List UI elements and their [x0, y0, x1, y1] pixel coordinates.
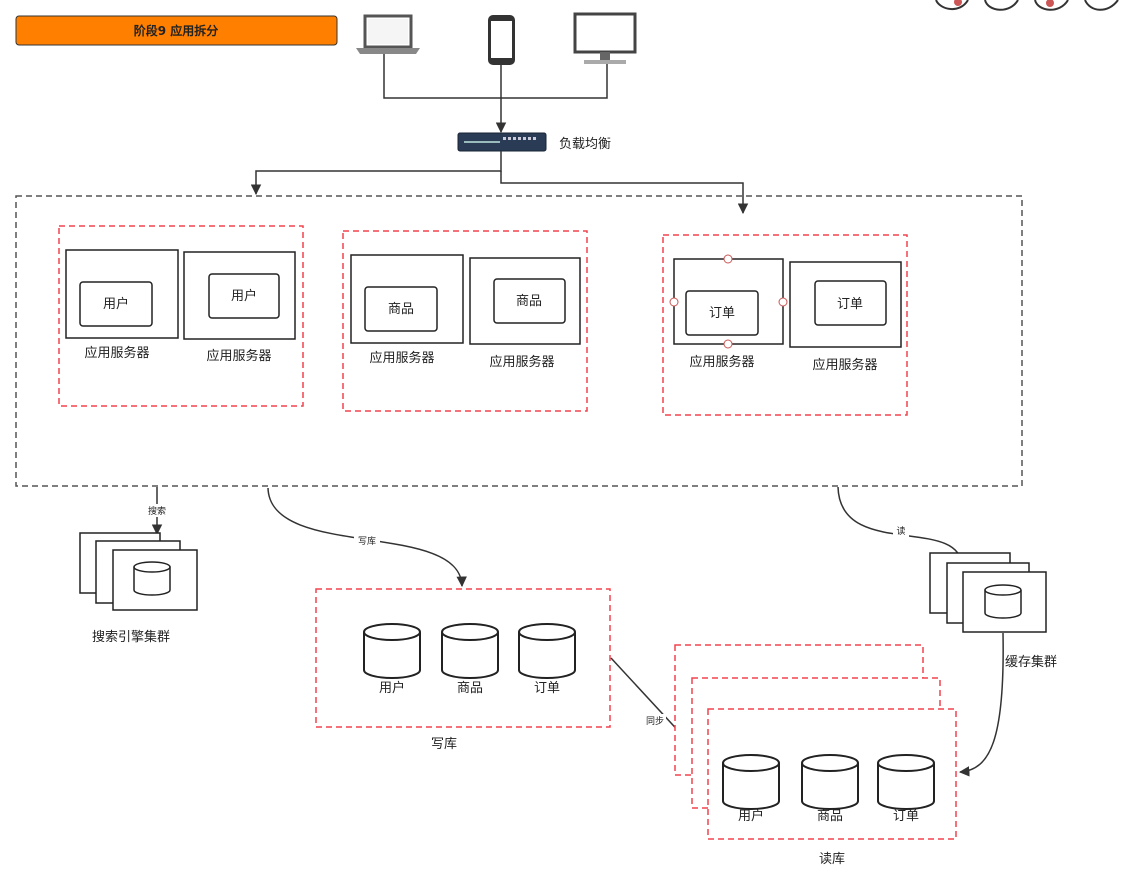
product-module-label: 商品	[388, 302, 414, 317]
order-service-group: 订单 应用服务器 订单 应用服务器	[662, 234, 908, 416]
stage-title-badge: 阶段9 应用拆分	[15, 15, 338, 46]
read-db-table-label: 用户	[738, 808, 764, 824]
product-service-group: 商品 应用服务器 商品 应用服务器	[342, 230, 588, 412]
search-cluster-label: 搜索引擎集群	[92, 629, 170, 645]
write-db-group: 用户 商品 订单	[315, 588, 611, 728]
read-db-table-label: 商品	[817, 809, 843, 824]
app-cluster-boundary	[15, 195, 1023, 487]
order-module-label: 订单	[837, 297, 863, 312]
laptop-icon	[356, 14, 420, 54]
user-module-label: 用户	[231, 288, 257, 304]
load-balancer-label: 负载均衡	[559, 137, 611, 152]
stage-title: 阶段9 应用拆分	[134, 23, 219, 38]
search-cluster-stack	[79, 532, 198, 611]
read-db-table-label: 订单	[893, 809, 919, 824]
cache-cluster-label: 缓存集群	[1005, 654, 1057, 670]
product-module-label: 商品	[516, 294, 542, 309]
read-db-group: 用户 商品 订单	[674, 644, 957, 840]
order-module-label: 订单	[709, 306, 735, 321]
app-server-label: 应用服务器	[812, 357, 877, 373]
write-db-table-label: 商品	[457, 681, 483, 696]
read-edge-label: 读	[896, 525, 905, 537]
app-server-label: 应用服务器	[689, 354, 754, 370]
read-db-label: 读库	[819, 851, 845, 867]
app-server-label: 应用服务器	[489, 354, 554, 370]
write-db-edge-label: 写库	[358, 535, 376, 547]
search-edge-label: 搜索	[148, 505, 166, 517]
user-module-label: 用户	[103, 296, 129, 312]
sync-edge-label: 同步	[646, 716, 664, 727]
decorative-icons	[935, 0, 1119, 11]
user-service-group: 用户 应用服务器 用户 应用服务器	[58, 225, 304, 407]
desktop-monitor-icon	[573, 12, 637, 64]
write-db-table-label: 订单	[534, 681, 560, 696]
write-db-label: 写库	[431, 736, 457, 752]
app-server-label: 应用服务器	[369, 350, 434, 366]
app-server-label: 应用服务器	[206, 348, 271, 364]
write-db-table-label: 用户	[379, 680, 405, 696]
app-server-label: 应用服务器	[84, 345, 149, 361]
smartphone-icon	[488, 15, 515, 65]
cache-cluster-stack	[929, 552, 1047, 633]
load-balancer-switch-icon	[457, 132, 547, 152]
